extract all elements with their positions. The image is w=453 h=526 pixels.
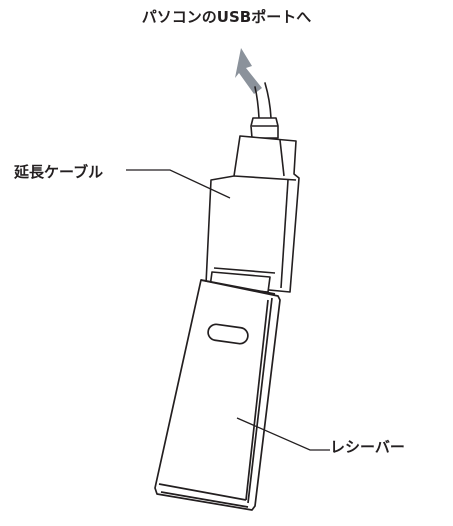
receiver-slot	[207, 323, 249, 345]
callout-lines	[126, 169, 330, 451]
pc-usb-port-label: パソコンのUSBポートへ	[141, 8, 312, 26]
extension-cable-label: 延長ケーブル	[14, 163, 104, 181]
receiver-label: レシーバー	[330, 438, 405, 456]
receiver-body	[154, 279, 281, 511]
extension-cable-leader	[126, 169, 231, 199]
extension-cable-wire	[254, 82, 272, 119]
extension-cable-body	[205, 135, 300, 293]
receiver-leader	[236, 417, 330, 451]
arrow-up-left-icon	[235, 48, 262, 94]
extension-cable-strain-relief	[250, 117, 279, 139]
